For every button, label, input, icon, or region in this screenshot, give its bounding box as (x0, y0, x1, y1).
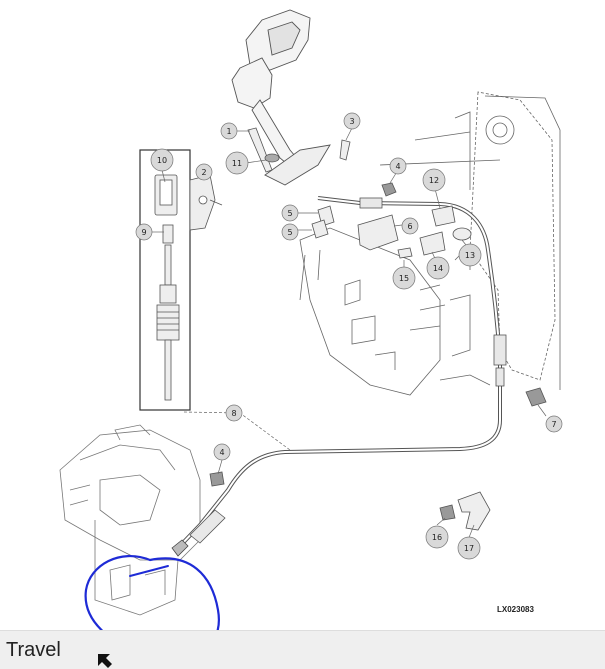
callout-number: 4 (219, 448, 224, 457)
travel-control-cable (171, 196, 507, 557)
callout-c5a: 5 (281, 204, 299, 222)
mouse-cursor-icon (98, 654, 112, 668)
cable-end-detail-inset (139, 149, 223, 411)
hardware-parts (209, 127, 547, 531)
callout-number: 15 (399, 274, 409, 283)
callout-c17: 17 (457, 536, 481, 560)
callout-c3: 3 (343, 112, 361, 130)
hand-drawn-arrow-annotation (129, 565, 169, 577)
callout-c15: 15 (392, 266, 416, 290)
callout-number: 5 (287, 228, 292, 237)
callout-c4a: 4 (389, 157, 407, 175)
callout-number: 5 (287, 209, 292, 218)
drawing-reference-code: LX023083 (497, 605, 534, 614)
callout-c4b: 4 (213, 443, 231, 461)
callout-number: 7 (551, 420, 556, 429)
caption-label: Travel (6, 639, 61, 661)
callout-number: 12 (429, 176, 439, 185)
callout-number: 6 (407, 222, 412, 231)
callout-number: 9 (141, 228, 146, 237)
callout-c14: 14 (426, 256, 450, 280)
tractor-housing-drawing (299, 91, 561, 396)
hand-drawn-circle-annotation (84, 555, 220, 630)
callout-c13: 13 (458, 243, 482, 267)
callout-number: 10 (157, 156, 167, 165)
travel-lever-drawing (231, 9, 331, 186)
callout-number: 1 (226, 127, 231, 136)
callout-c5b: 5 (281, 223, 299, 241)
callout-c11: 11 (225, 151, 249, 175)
callout-number: 4 (395, 162, 400, 171)
callout-c6: 6 (401, 217, 419, 235)
callout-number: 16 (432, 533, 442, 542)
callout-number: 3 (349, 117, 354, 126)
callout-number: 2 (201, 168, 206, 177)
callout-c16: 16 (425, 525, 449, 549)
callout-number: 11 (232, 159, 242, 168)
callout-c9: 9 (135, 223, 153, 241)
callout-number: 14 (433, 264, 443, 273)
callout-c8: 8 (225, 404, 243, 422)
callout-number: 8 (231, 409, 236, 418)
callout-c2: 2 (195, 163, 213, 181)
caption-bar: Travel (0, 630, 605, 669)
callout-number: 17 (464, 544, 474, 553)
callout-c7: 7 (545, 415, 563, 433)
callout-c1: 1 (220, 122, 238, 140)
callout-number: 13 (465, 251, 475, 260)
callout-c10: 10 (150, 148, 174, 172)
callout-c12: 12 (422, 168, 446, 192)
